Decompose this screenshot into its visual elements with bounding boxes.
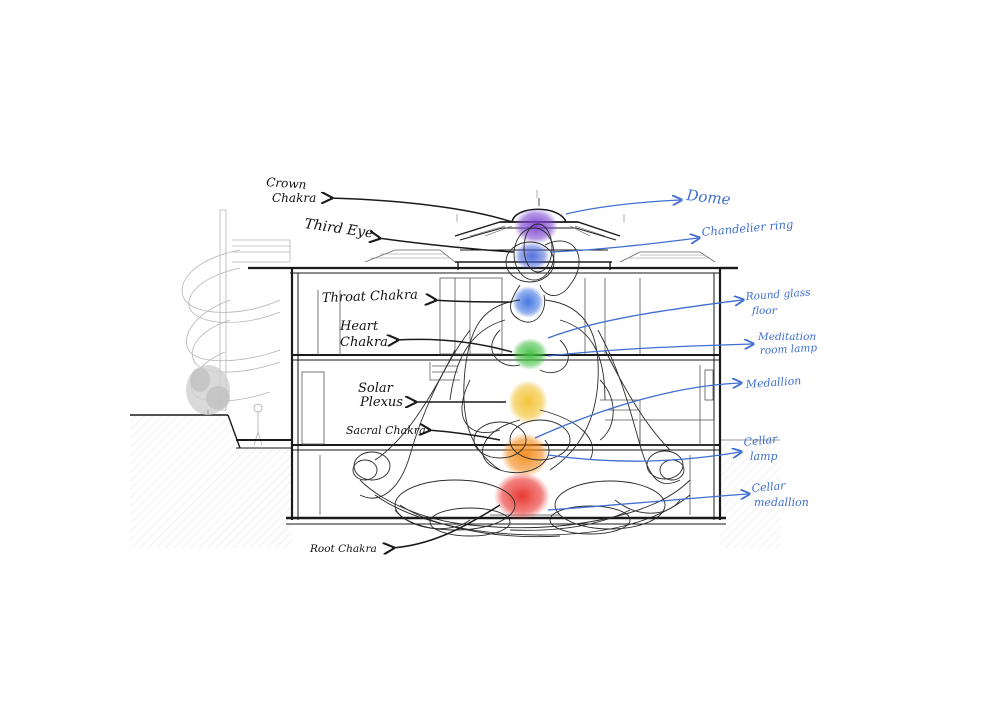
label-meditation-line1: Meditation: [757, 331, 816, 343]
label-throat: Throat Chakra: [322, 288, 419, 306]
leader-sacral: [428, 430, 501, 441]
leader-glass-floor: [547, 300, 742, 339]
label-dome: Dome: [685, 186, 732, 209]
solar-plexus-glow: [508, 380, 548, 424]
label-meditation-line2: room lamp: [760, 342, 818, 357]
right-labels: Dome Chandelier ring Round glass floor M…: [685, 186, 818, 509]
leader-meditation-lamp: [547, 344, 752, 357]
label-cellar-medallion-line1: Cellar: [751, 479, 787, 495]
leader-cellar-lamp: [547, 452, 740, 462]
label-crown-line2: Chakra: [272, 191, 316, 205]
ground: [130, 414, 780, 548]
third-eye-chakra-glow: [514, 242, 550, 270]
label-chandelier-ring: Chandelier ring: [701, 217, 794, 239]
label-sacral: Sacral Chakra: [346, 424, 426, 437]
heart-chakra-glow: [512, 338, 548, 370]
leader-throat: [434, 300, 513, 302]
leader-root: [392, 504, 501, 548]
label-third-eye: Third Eye: [303, 216, 374, 241]
spiral-staircase: [181, 209, 291, 411]
label-glass-floor-line2: floor: [751, 305, 778, 317]
label-cellar-lamp-line1: Cellar: [743, 432, 779, 449]
leader-third-eye: [378, 238, 515, 253]
leader-heart: [396, 339, 513, 353]
figure-silhouette: [253, 403, 263, 446]
crown-chakra-glow: [514, 208, 558, 244]
label-crown-line1: Crown: [266, 175, 307, 192]
right-leader-lines: [534, 200, 752, 511]
building-section: [236, 190, 738, 525]
label-root: Root Chakra: [309, 543, 377, 555]
label-solar-line1: Solar: [358, 381, 394, 396]
label-glass-floor-line1: Round glass: [744, 286, 811, 303]
label-medallion: Medallion: [744, 374, 801, 391]
meditating-figure-scribble: [352, 223, 691, 538]
left-labels: Crown Chakra Third Eye Throat Chakra Hea…: [266, 175, 426, 555]
leader-cellar-medallion: [547, 494, 748, 511]
root-chakra-glow: [494, 472, 550, 520]
label-heart-line1: Heart: [339, 319, 379, 334]
label-cellar-medallion-line2: medallion: [754, 496, 809, 509]
left-leader-lines: [330, 198, 515, 548]
leader-crown: [330, 198, 513, 223]
chakra-glows: [494, 208, 558, 520]
tree: [186, 365, 230, 415]
leader-medallion: [534, 383, 740, 439]
label-cellar-lamp-line2: lamp: [750, 450, 778, 463]
leader-chandelier: [549, 238, 698, 253]
leader-dome: [565, 200, 680, 215]
label-solar-line2: Plexus: [359, 395, 403, 410]
label-heart-line2: Chakra: [340, 335, 388, 350]
throat-chakra-glow: [512, 286, 544, 318]
sacral-chakra-glow: [501, 433, 549, 477]
